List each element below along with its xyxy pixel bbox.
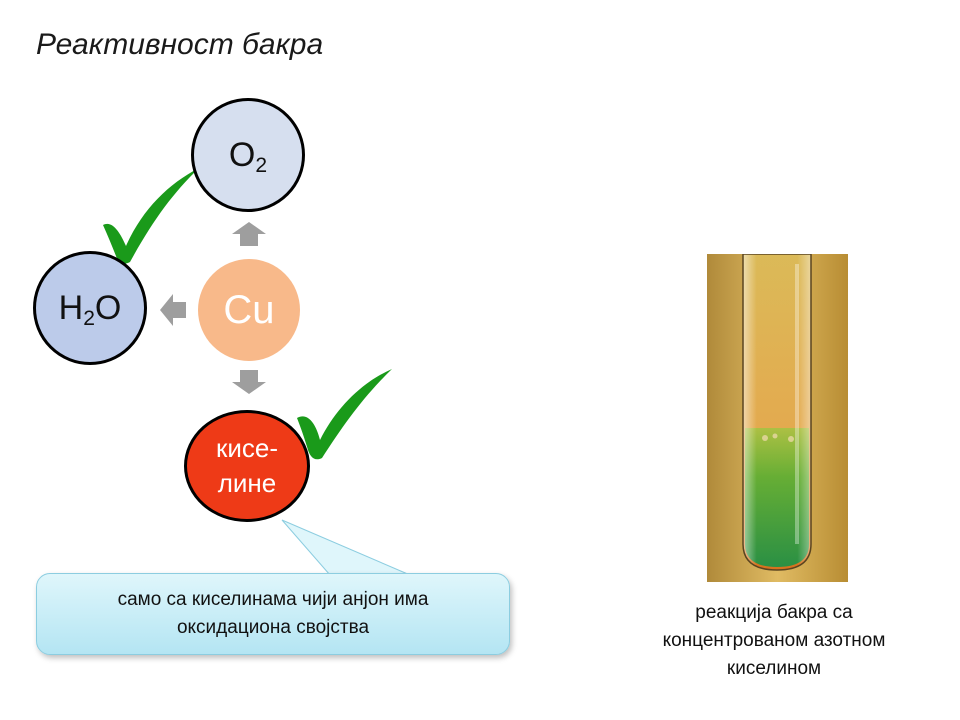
acids-label: кисе- лине (215, 432, 279, 498)
checkmark-icon (297, 369, 392, 460)
callout-tail (281, 519, 411, 576)
photo-caption: реакција бакра са концентрованом азотном… (662, 602, 886, 680)
checkmark-icon (103, 168, 199, 264)
callout: само са киселинама чији анјон има оксида… (36, 573, 510, 655)
arrow-up-icon (232, 222, 266, 246)
water-label: H2O (58, 288, 122, 330)
callout-text: само са киселинама чији анјон има оксида… (117, 588, 429, 639)
copper-label: Cu (223, 287, 275, 332)
water-node: H2O (33, 251, 147, 365)
test-tube-photo (707, 254, 848, 582)
oxygen-label: O2 (228, 135, 268, 177)
acids-node: кисе- лине (184, 410, 310, 522)
copper-node: Cu (198, 259, 300, 361)
slide-title: Реактивност бакра (36, 28, 324, 61)
arrow-left-icon (160, 294, 186, 326)
oxygen-node: O2 (191, 98, 305, 212)
arrow-down-icon (232, 370, 266, 394)
